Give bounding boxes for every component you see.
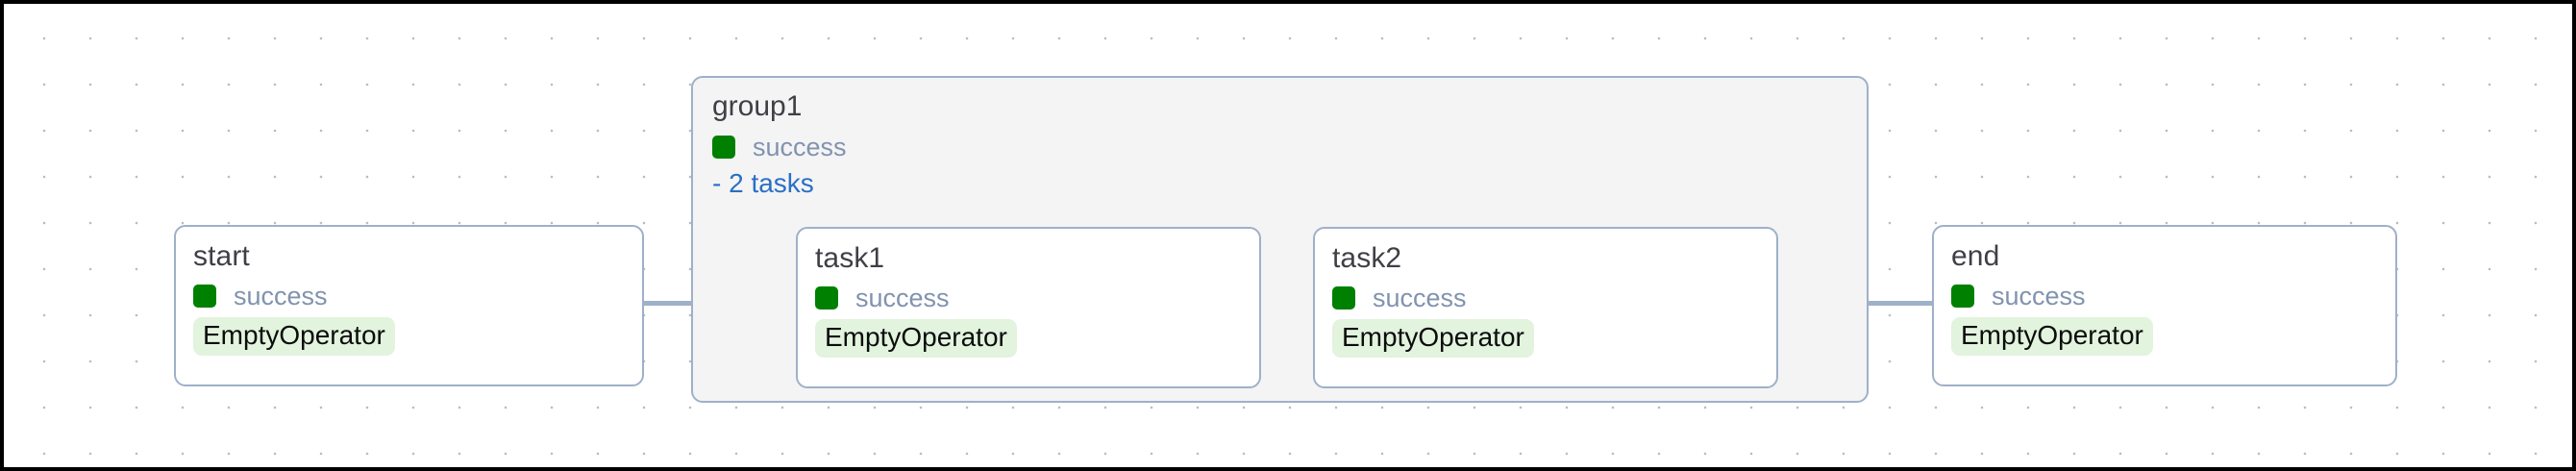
task-node-title: end bbox=[1951, 240, 2000, 272]
task-node-status-label: success bbox=[234, 282, 328, 310]
task-node-operator-badge: EmptyOperator bbox=[1332, 319, 1534, 358]
task-group-group1[interactable]: group1 success - 2 tasks task1 success E… bbox=[691, 76, 1869, 403]
task-node-status-row: success bbox=[1332, 284, 1759, 312]
task-node-status-row: success bbox=[1951, 282, 2378, 310]
task-node-status-row: success bbox=[193, 282, 625, 310]
task-node-status-label: success bbox=[1373, 284, 1467, 312]
task-node-status-label: success bbox=[1992, 282, 2086, 310]
task-node-task1[interactable]: task1 success EmptyOperator bbox=[796, 227, 1261, 388]
task-node-operator-badge: EmptyOperator bbox=[193, 317, 395, 356]
task-group-status-label: success bbox=[753, 133, 847, 161]
task-group-tasks-count-link[interactable]: - 2 tasks bbox=[712, 168, 814, 198]
task-node-title: task2 bbox=[1332, 242, 1402, 274]
task-node-title: start bbox=[193, 240, 250, 272]
task-group-header: group1 success - 2 tasks bbox=[712, 89, 847, 200]
task-node-status-row: success bbox=[815, 284, 1242, 312]
task-node-operator-badge: EmptyOperator bbox=[815, 319, 1017, 358]
status-square-icon bbox=[193, 285, 216, 308]
status-square-icon bbox=[712, 136, 735, 159]
task-node-task2[interactable]: task2 success EmptyOperator bbox=[1313, 227, 1778, 388]
status-square-icon bbox=[815, 286, 838, 310]
task-node-end[interactable]: end success EmptyOperator bbox=[1932, 225, 2397, 386]
task-node-operator-badge: EmptyOperator bbox=[1951, 317, 2153, 356]
status-square-icon bbox=[1332, 286, 1355, 310]
task-node-title: task1 bbox=[815, 242, 885, 274]
task-group-title: group1 bbox=[712, 90, 803, 122]
dag-graph-canvas[interactable]: group1 success - 2 tasks task1 success E… bbox=[4, 4, 2572, 467]
task-node-status-label: success bbox=[855, 284, 950, 312]
task-node-start[interactable]: start success EmptyOperator bbox=[174, 225, 644, 386]
task-group-status-row: success bbox=[712, 133, 847, 161]
status-square-icon bbox=[1951, 285, 1974, 308]
